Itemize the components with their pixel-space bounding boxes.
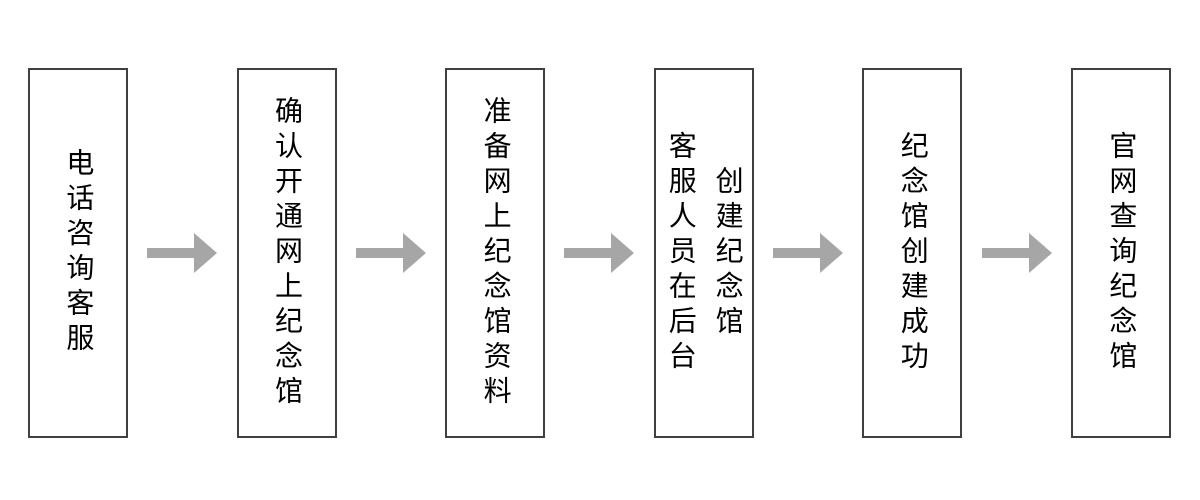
- step-label: 电话咨询客服: [63, 148, 95, 358]
- flowchart-row: 电话咨询客服 确认开通网上纪念馆 准备网上纪念馆资料 客服人员在后台 创建纪念馆: [28, 68, 1171, 438]
- arrow-head: [194, 233, 218, 273]
- arrow-head: [402, 233, 426, 273]
- step-label: 确认开通网上纪念馆: [271, 95, 303, 411]
- flow-arrow-right-icon: [147, 233, 218, 273]
- step-box-5: 纪念馆创建成功: [862, 68, 963, 438]
- arrow-shaft: [147, 248, 195, 258]
- arrow-shaft: [981, 248, 1029, 258]
- flow-arrow-right-icon: [981, 233, 1052, 273]
- step-box-4: 客服人员在后台 创建纪念馆: [653, 68, 754, 438]
- flow-arrow-right-icon: [355, 233, 426, 273]
- step-box-6: 官网查询纪念馆: [1070, 68, 1171, 438]
- step-box-2: 确认开通网上纪念馆: [236, 68, 337, 438]
- step-label: 官网查询纪念馆: [1106, 130, 1138, 376]
- step-label: 创建纪念馆: [712, 165, 744, 341]
- step-label: 纪念馆创建成功: [897, 130, 929, 376]
- arrow-shaft: [773, 248, 821, 258]
- step-label: 准备网上纪念馆资料: [480, 95, 512, 411]
- flow-arrow-right-icon: [773, 233, 844, 273]
- flow-arrow-right-icon: [564, 233, 635, 273]
- arrow-head: [820, 233, 844, 273]
- step-box-3: 准备网上纪念馆资料: [445, 68, 546, 438]
- arrow-shaft: [564, 248, 612, 258]
- step-label: 客服人员在后台: [665, 130, 697, 376]
- step-box-1: 电话咨询客服: [28, 68, 128, 438]
- arrow-head: [611, 233, 635, 273]
- arrow-shaft: [355, 248, 403, 258]
- arrow-head: [1028, 233, 1052, 273]
